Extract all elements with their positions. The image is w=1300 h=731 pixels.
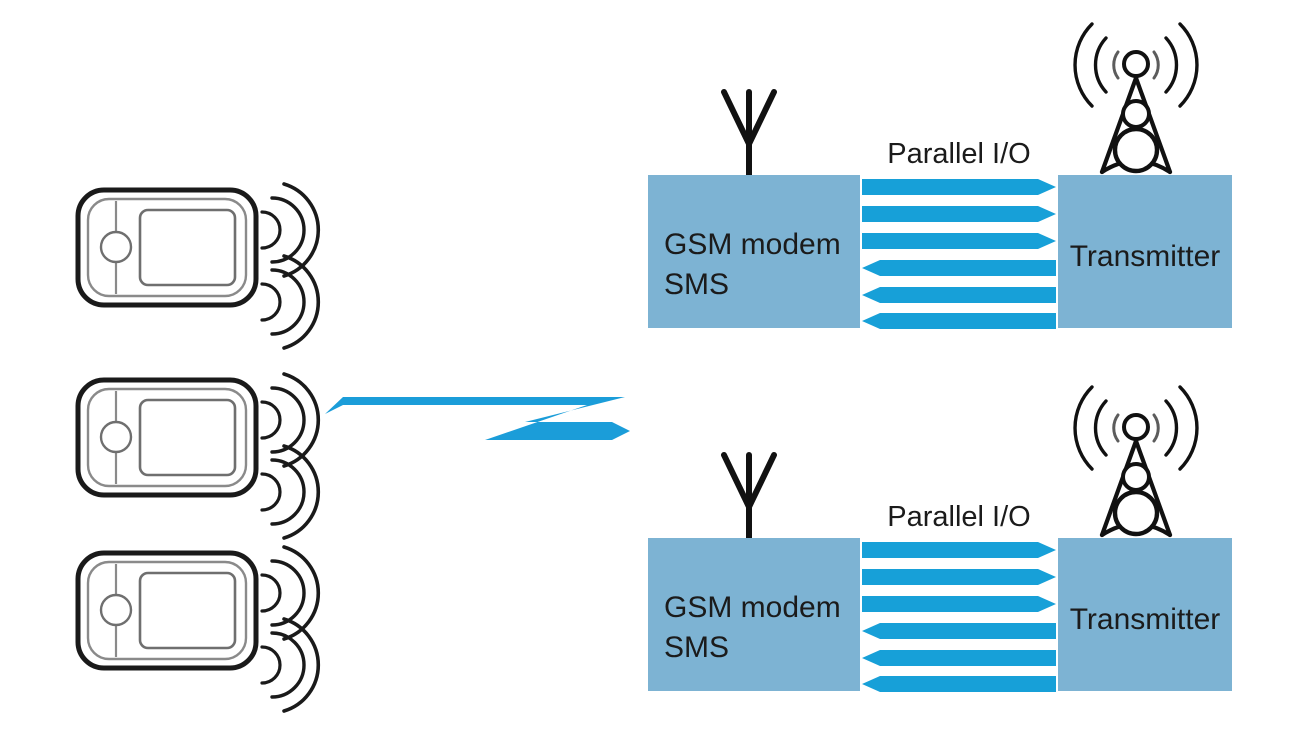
phone-group-3[interactable] bbox=[78, 545, 321, 713]
transmitter-label: Transmitter bbox=[1070, 603, 1221, 636]
gsm-modem-label-line1: GSM modem bbox=[664, 228, 841, 261]
bus-lane-left bbox=[862, 623, 1056, 639]
signal-arcs-icon bbox=[260, 372, 321, 468]
signal-arcs-icon bbox=[260, 444, 321, 540]
phone-group-2[interactable] bbox=[78, 372, 321, 540]
signal-arcs-icon bbox=[260, 545, 321, 641]
radio-tower-icon bbox=[1075, 387, 1197, 535]
bus-lane-left bbox=[862, 287, 1056, 303]
gsm-modem-box[interactable] bbox=[648, 538, 860, 691]
phone-group-1[interactable] bbox=[78, 182, 321, 350]
bus-lane-right bbox=[862, 233, 1056, 249]
signal-arcs-icon bbox=[260, 617, 321, 713]
gsm-modem-label-line2: SMS bbox=[664, 631, 729, 664]
mobile-phone-icon[interactable] bbox=[78, 553, 256, 668]
bus-lane-right bbox=[862, 206, 1056, 222]
bus-lane-right bbox=[862, 542, 1056, 558]
parallel-io-label-bottom: Parallel I/O bbox=[887, 501, 1030, 533]
bus-lane-right bbox=[862, 569, 1056, 585]
signal-arcs-icon bbox=[260, 182, 321, 278]
gsm-modem-box[interactable] bbox=[648, 175, 860, 328]
signal-arcs-icon bbox=[260, 254, 321, 350]
wireless-link-bolt-icon bbox=[325, 397, 630, 440]
transmitter-box[interactable] bbox=[1058, 538, 1232, 691]
bus-lane-left bbox=[862, 676, 1056, 692]
mobile-phone-icon[interactable] bbox=[78, 380, 256, 495]
gsm-modem-label-line2: SMS bbox=[664, 268, 729, 301]
parallel-io-bus-bottom bbox=[862, 542, 1056, 692]
unit-top: GSM modem SMS Parallel I/O Transmitter bbox=[648, 24, 1232, 329]
gsm-modem-label-line1: GSM modem bbox=[664, 591, 841, 624]
bus-lane-left bbox=[862, 650, 1056, 666]
parallel-io-label-top: Parallel I/O bbox=[887, 138, 1030, 170]
transmitter-label: Transmitter bbox=[1070, 240, 1221, 273]
transmitter-box[interactable] bbox=[1058, 175, 1232, 328]
unit-bottom: GSM modem SMS Parallel I/O Transmitter bbox=[648, 387, 1232, 692]
mobile-phone-icon[interactable] bbox=[78, 190, 256, 305]
bus-lane-right bbox=[862, 179, 1056, 195]
antenna-icon bbox=[724, 455, 774, 539]
bus-lane-left bbox=[862, 313, 1056, 329]
parallel-io-bus-top bbox=[862, 179, 1056, 329]
bus-lane-left bbox=[862, 260, 1056, 276]
radio-tower-icon bbox=[1075, 24, 1197, 172]
bus-lane-right bbox=[862, 596, 1056, 612]
antenna-icon bbox=[724, 92, 774, 176]
